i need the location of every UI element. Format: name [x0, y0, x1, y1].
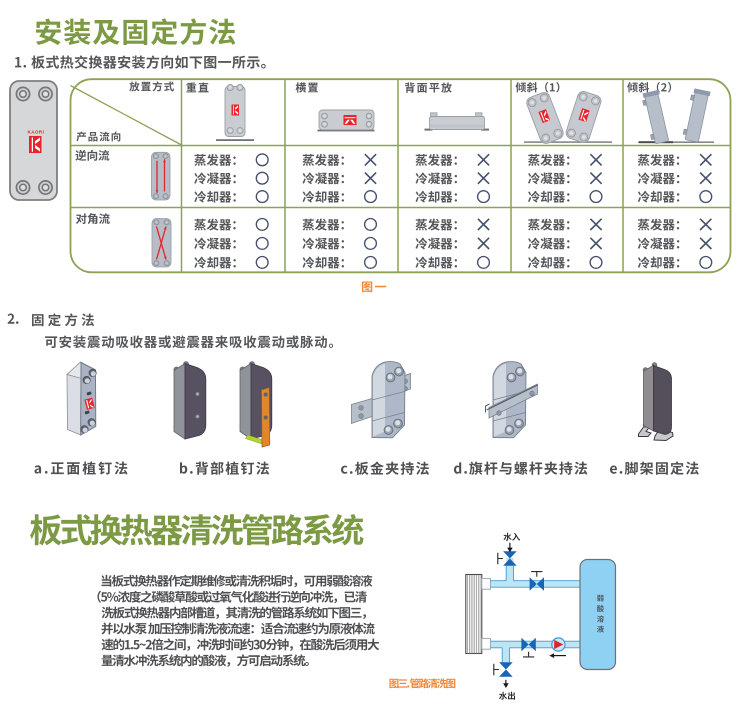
svg-text:KAORI: KAORI [28, 130, 45, 135]
